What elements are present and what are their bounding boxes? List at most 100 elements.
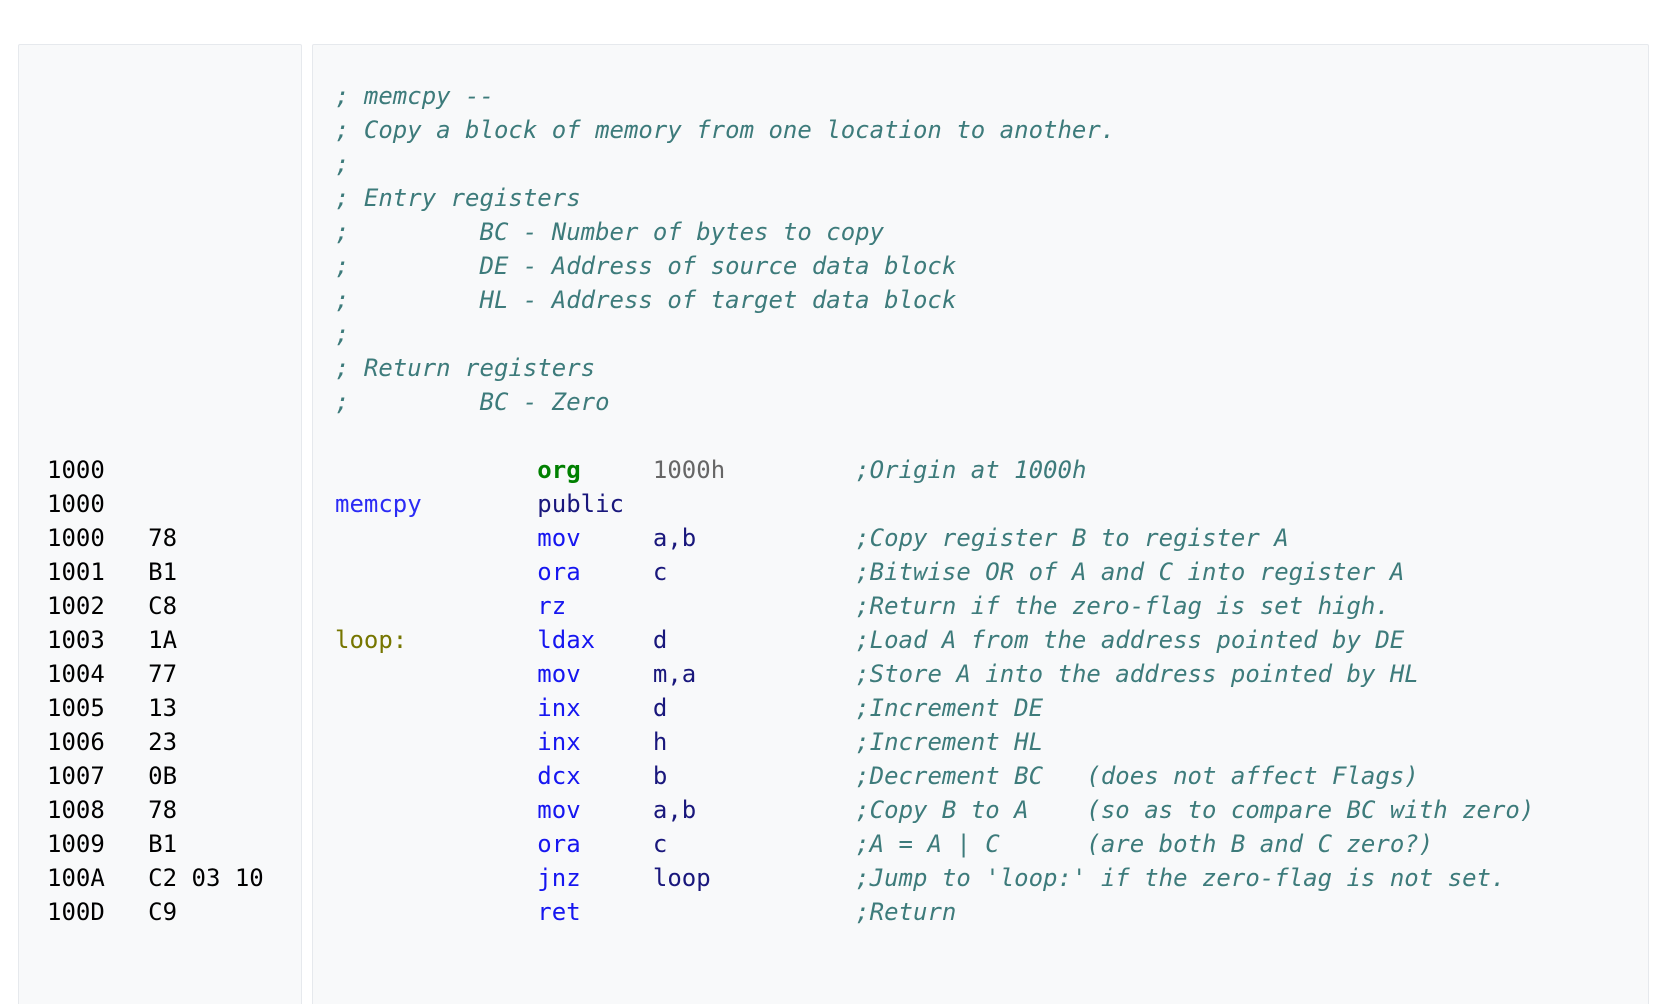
source-code-line: dcx b ;Decrement BC (does not affect Fla… (335, 759, 1638, 793)
machine-code-line: 1000 78 (47, 524, 178, 552)
source-code-line: ; DE - Address of source data block (335, 249, 1638, 283)
code-token-plain (667, 762, 855, 790)
code-token-plain (581, 898, 856, 926)
source-code-line: ; memcpy -- (335, 79, 1638, 113)
source-code-line: ; HL - Address of target data block (335, 283, 1638, 317)
source-code-line: ; (335, 147, 1638, 181)
code-token-label: loop: (335, 626, 408, 654)
assembly-source-panel: ; memcpy -- ; Copy a block of memory from… (312, 44, 1649, 1004)
code-token-plain (335, 558, 537, 586)
code-token-operand: public (537, 490, 624, 518)
machine-code-line: 1009 B1 (47, 830, 178, 858)
code-token-operand: b (652, 762, 668, 790)
code-token-mnemonic: inx (537, 694, 581, 722)
code-token-mnemonic: dcx (537, 762, 581, 790)
machine-code-line (47, 385, 291, 419)
code-token-plain (335, 524, 537, 552)
code-token-plain (725, 456, 855, 484)
code-token-comment: ;Return (855, 898, 957, 926)
source-code-line: memcpy public (335, 487, 1638, 521)
code-token-comment: ;Return if the zero-flag is set high. (855, 592, 1390, 620)
machine-code-line: 1007 0B (47, 762, 178, 790)
code-token-plain (422, 490, 538, 518)
code-token-operand: c (652, 830, 668, 858)
machine-code-line (47, 351, 291, 385)
code-token-plain (696, 660, 855, 688)
code-token-mnemonic: mov (537, 524, 581, 552)
code-token-operand: m,a (652, 660, 697, 688)
source-code-line: loop: ldax d ;Load A from the address po… (335, 623, 1638, 657)
code-token-plain (581, 796, 653, 824)
source-code-line: ; (335, 317, 1638, 351)
code-token-plain (696, 796, 855, 824)
code-token-plain (335, 796, 537, 824)
code-token-comment: ; DE - Address of source data block (335, 252, 957, 280)
code-token-plain (335, 728, 537, 756)
machine-code-line: 100A C2 03 10 (47, 864, 264, 892)
code-token-plain (335, 456, 537, 484)
code-token-name: memcpy (335, 490, 422, 518)
code-token-mnemonic: rz (537, 592, 567, 620)
code-token-plain (581, 558, 653, 586)
source-code-line: inx d ;Increment DE (335, 691, 1638, 725)
code-token-operand: a,b (652, 796, 697, 824)
machine-code-line (47, 283, 291, 317)
code-token-comment: ;Decrement BC (does not affect Flags) (855, 762, 1419, 790)
code-token-plain (407, 626, 537, 654)
code-token-plain (667, 830, 855, 858)
code-token-comment: ; Return registers (335, 354, 596, 382)
machine-code-line: 1008 78 (47, 796, 178, 824)
source-code-line: rz ;Return if the zero-flag is set high. (335, 589, 1638, 623)
code-token-plain (696, 524, 855, 552)
machine-code-line: 1000 (47, 490, 105, 518)
code-token-plain (335, 898, 537, 926)
code-token-operand: loop (652, 864, 711, 892)
machine-code-line: 100D C9 (47, 898, 178, 926)
code-token-comment: ; BC - Zero (335, 388, 610, 416)
source-code-line: ; Copy a block of memory from one locati… (335, 113, 1638, 147)
code-token-plain (667, 558, 855, 586)
code-token-operand: d (652, 694, 668, 722)
code-token-plain (581, 456, 653, 484)
code-token-comment: ;A = A | C (are both B and C zero?) (855, 830, 1434, 858)
code-token-plain (581, 762, 653, 790)
code-token-comment: ; (335, 150, 350, 178)
code-token-comment: ;Store A into the address pointed by HL (855, 660, 1419, 688)
code-token-comment: ; memcpy -- (335, 82, 494, 110)
code-token-comment: ;Origin at 1000h (855, 456, 1087, 484)
code-token-comment: ;Bitwise OR of A and C into register A (855, 558, 1405, 586)
code-token-keyword: org (537, 456, 581, 484)
machine-code-line (47, 317, 291, 351)
code-token-comment: ; (335, 320, 350, 348)
code-token-plain (581, 694, 653, 722)
code-token-operand: d (652, 626, 668, 654)
code-token-comment: ;Increment DE (855, 694, 1044, 722)
source-code-line: ora c ;Bitwise OR of A and C into regist… (335, 555, 1638, 589)
code-token-mnemonic: ora (537, 830, 581, 858)
code-token-comment: ; HL - Address of target data block (335, 286, 957, 314)
source-code-line: ; BC - Zero (335, 385, 1638, 419)
code-token-plain (581, 830, 653, 858)
code-token-comment: ;Copy B to A (so as to compare BC with z… (855, 796, 1535, 824)
source-code-line: ; BC - Number of bytes to copy (335, 215, 1638, 249)
machine-code-line (47, 215, 291, 249)
code-token-mnemonic: jnz (537, 864, 581, 892)
code-token-operand: a,b (652, 524, 697, 552)
code-token-plain (335, 592, 537, 620)
code-token-comment: ;Increment HL (855, 728, 1044, 756)
machine-code-line (47, 419, 291, 453)
code-token-mnemonic: mov (537, 796, 581, 824)
machine-code-line (47, 79, 291, 113)
code-token-mnemonic: ora (537, 558, 581, 586)
machine-code-line: 1002 C8 (47, 592, 178, 620)
code-token-mnemonic: ldax (537, 626, 596, 654)
machine-code-line: 1004 77 (47, 660, 178, 688)
source-code-line: inx h ;Increment HL (335, 725, 1638, 759)
code-token-plain (335, 694, 537, 722)
code-token-plain (667, 694, 855, 722)
code-token-plain (581, 728, 653, 756)
code-token-mnemonic: mov (537, 660, 581, 688)
machine-code-line: 1000 (47, 456, 105, 484)
